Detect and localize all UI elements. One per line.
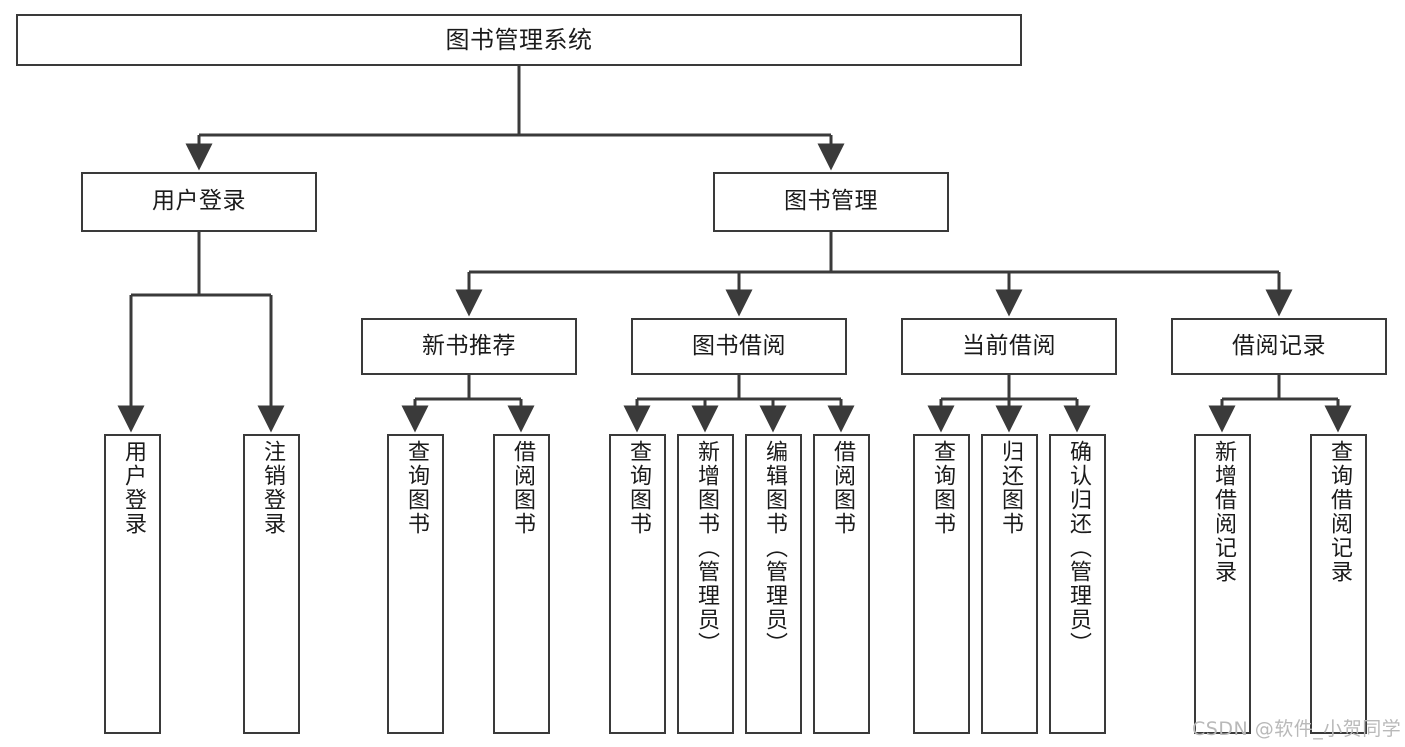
leaf-nr-query-book[interactable]: 查询图书	[387, 434, 444, 734]
node-label: 编辑图书（管理员）	[761, 440, 787, 656]
node-label: 查询图书	[403, 440, 429, 536]
leaf-nr-borrow-book[interactable]: 借阅图书	[493, 434, 550, 734]
node-new-book-recommend[interactable]: 新书推荐	[361, 318, 577, 375]
leaf-cb-confirm-return[interactable]: 确认归还（管理员）	[1049, 434, 1106, 734]
node-label: 图书管理	[784, 188, 878, 215]
leaf-bb-borrow-book[interactable]: 借阅图书	[813, 434, 870, 734]
node-label: 注销登录	[259, 440, 285, 536]
node-label: 确认归还（管理员）	[1065, 440, 1091, 656]
leaf-bb-edit-book[interactable]: 编辑图书（管理员）	[745, 434, 802, 734]
node-label: 借阅记录	[1232, 332, 1326, 359]
node-label: 借阅图书	[829, 440, 855, 536]
node-label: 查询借阅记录	[1326, 440, 1352, 584]
node-label: 查询图书	[929, 440, 955, 536]
leaf-br-add-record[interactable]: 新增借阅记录	[1194, 434, 1251, 734]
node-label: 新增借阅记录	[1210, 440, 1236, 584]
leaf-user-logout[interactable]: 注销登录	[243, 434, 300, 734]
node-label: 归还图书	[997, 440, 1023, 536]
leaf-cb-query-book[interactable]: 查询图书	[913, 434, 970, 734]
node-label: 借阅图书	[509, 440, 535, 536]
node-label: 新书推荐	[422, 332, 516, 359]
node-borrow-record[interactable]: 借阅记录	[1171, 318, 1387, 375]
node-current-borrow[interactable]: 当前借阅	[901, 318, 1117, 375]
node-label: 用户登录	[152, 188, 246, 215]
node-label: 用户登录	[120, 440, 146, 536]
leaf-bb-query-book[interactable]: 查询图书	[609, 434, 666, 734]
node-label: 图书管理系统	[445, 25, 593, 54]
node-label: 新增图书（管理员）	[693, 440, 719, 656]
node-book-borrow[interactable]: 图书借阅	[631, 318, 847, 375]
leaf-user-login[interactable]: 用户登录	[104, 434, 161, 734]
node-label: 查询图书	[625, 440, 651, 536]
leaf-bb-add-book[interactable]: 新增图书（管理员）	[677, 434, 734, 734]
node-user-login[interactable]: 用户登录	[81, 172, 317, 232]
leaf-cb-return-book[interactable]: 归还图书	[981, 434, 1038, 734]
node-label: 图书借阅	[692, 332, 786, 359]
leaf-br-query-record[interactable]: 查询借阅记录	[1310, 434, 1367, 734]
node-root-system[interactable]: 图书管理系统	[16, 14, 1022, 66]
node-label: 当前借阅	[962, 332, 1056, 359]
node-book-manage[interactable]: 图书管理	[713, 172, 949, 232]
csdn-watermark: CSDN @软件_小贺同学	[1192, 718, 1402, 740]
